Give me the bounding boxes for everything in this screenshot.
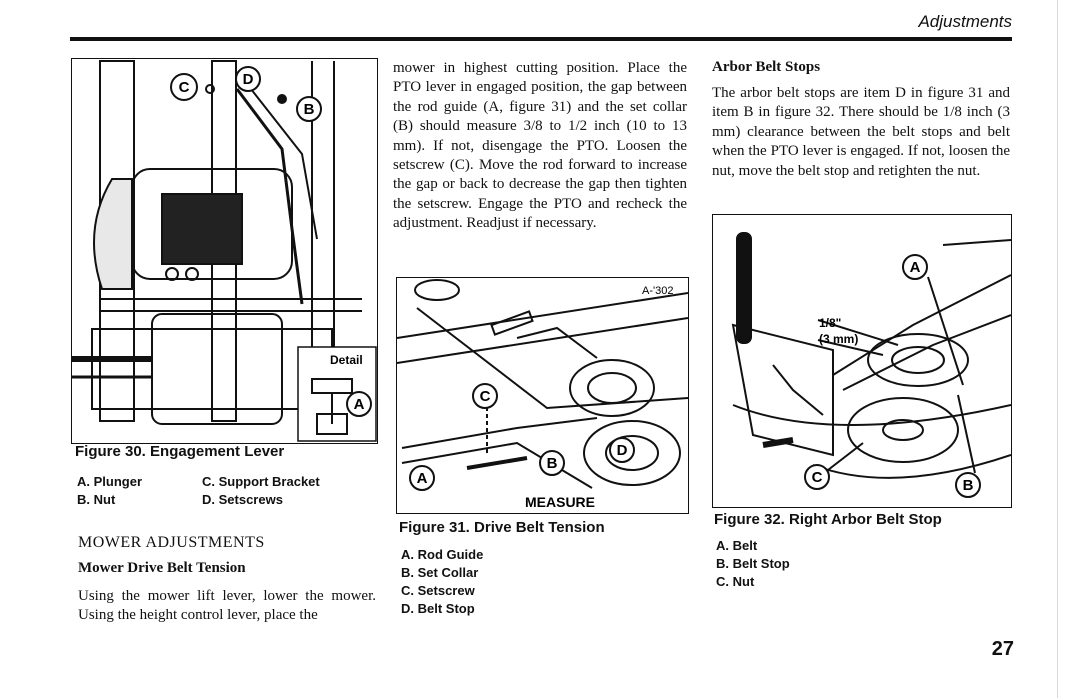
figure-32-illustration: 1/8" (3 mm) A B C bbox=[712, 214, 1012, 508]
callout-b-marker bbox=[539, 450, 565, 476]
arbor-belt-stops-text: The arbor belt stops are item D in figur… bbox=[712, 85, 1010, 179]
legend-item: C. Support Bracket bbox=[202, 474, 320, 489]
callout-c-label: C bbox=[179, 79, 190, 96]
right-arbor-belt-stop-drawing: 1/8" (3 mm) A B C bbox=[731, 232, 1011, 498]
figure-31-legend: A. Rod Guide B. Set Collar C. Setscrew D… bbox=[401, 546, 483, 618]
callout-d-label: D bbox=[243, 71, 254, 88]
clearance-dimension: 1/8" bbox=[819, 316, 841, 330]
callout-d-marker bbox=[235, 66, 261, 92]
callout-b-label: B bbox=[547, 455, 558, 472]
callout-a-marker bbox=[409, 465, 435, 491]
figure-32-caption: Figure 32. Right Arbor Belt Stop bbox=[714, 511, 942, 528]
section-title: MOWER ADJUSTMENTS bbox=[78, 534, 265, 551]
legend-item: B. Nut bbox=[77, 492, 116, 507]
clearance-dimension-metric: (3 mm) bbox=[819, 332, 858, 346]
legend-item: A. Plunger bbox=[77, 474, 143, 489]
callout-a-label: A bbox=[354, 396, 365, 413]
callout-b-marker bbox=[955, 472, 981, 498]
figure-31-id-label: A-'302 bbox=[642, 285, 673, 297]
callout-a-label: A bbox=[417, 470, 428, 487]
callout-c-marker bbox=[170, 73, 198, 101]
callout-a-marker bbox=[346, 391, 372, 417]
legend-item: B. Set Collar bbox=[401, 565, 479, 580]
drive-belt-drawing: A-'302 MEASURE A B C D bbox=[397, 279, 688, 510]
callout-d-label: D bbox=[617, 442, 628, 459]
legend-item: C. Nut bbox=[716, 574, 755, 589]
header-rule bbox=[70, 37, 1012, 41]
running-header: Adjustments bbox=[918, 12, 1012, 31]
figure-32-legend: A. Belt B. Belt Stop C. Nut bbox=[716, 537, 790, 591]
callout-b-label: B bbox=[963, 477, 974, 494]
callout-c-label: C bbox=[812, 469, 823, 486]
legend-item: A. Belt bbox=[716, 538, 758, 553]
column-1-body-text: Using the mower lift lever, lower the mo… bbox=[78, 588, 376, 624]
page-number: 27 bbox=[991, 638, 1014, 660]
section-subtitle: Mower Drive Belt Tension bbox=[78, 560, 246, 576]
detail-inset-label: Detail bbox=[330, 353, 363, 367]
legend-item: D. Setscrews bbox=[202, 492, 283, 507]
measure-label: MEASURE bbox=[525, 494, 595, 510]
page-edge-line bbox=[1057, 0, 1058, 698]
callout-b-marker bbox=[296, 96, 322, 122]
column-2-body-text: mower in highest cutting position. Place… bbox=[393, 60, 687, 232]
figure-31-illustration: A-'302 MEASURE A B C D bbox=[396, 277, 689, 514]
callout-a-marker bbox=[902, 254, 928, 280]
figure-30-legend-col2: C. Support Bracket D. Setscrews bbox=[202, 473, 320, 509]
figure-30-illustration: Detail C D B A bbox=[71, 58, 378, 444]
figure-30-caption: Figure 30. Engagement Lever bbox=[75, 443, 285, 460]
callout-d-marker bbox=[609, 437, 635, 463]
figure-30-legend-col1: A. Plunger B. Nut bbox=[77, 473, 142, 509]
legend-item: A. Rod Guide bbox=[401, 547, 484, 562]
callout-c-label: C bbox=[480, 388, 491, 405]
engagement-lever-drawing: Detail C D B A bbox=[72, 60, 377, 442]
arbor-belt-stops-heading: Arbor Belt Stops bbox=[712, 59, 821, 75]
legend-item: C. Setscrew bbox=[401, 583, 475, 598]
legend-item: B. Belt Stop bbox=[716, 556, 790, 571]
legend-item: D. Belt Stop bbox=[401, 601, 475, 616]
figure-31-caption: Figure 31. Drive Belt Tension bbox=[399, 519, 605, 536]
callout-c-marker bbox=[804, 464, 830, 490]
callout-b-label: B bbox=[304, 101, 315, 118]
callout-a-label: A bbox=[910, 259, 921, 276]
callout-c-marker bbox=[472, 383, 498, 409]
